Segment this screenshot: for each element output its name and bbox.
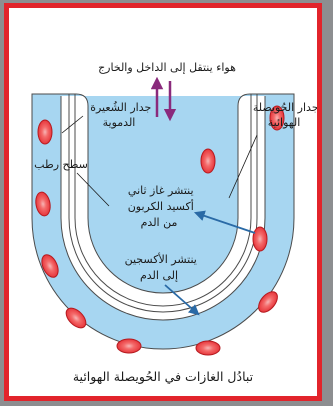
moist-surface-label: سطح رطب <box>34 158 88 171</box>
diagram-frame: هواء ينتقل إلى الداخل والخارج جدار الشُع… <box>4 3 322 401</box>
red-blood-cell <box>253 227 267 251</box>
red-blood-cell <box>38 120 52 144</box>
red-blood-cell <box>196 341 220 355</box>
caption: تبادُل الغازات في الحُويصلة الهوائية <box>73 369 254 385</box>
red-blood-cell <box>117 339 141 353</box>
alveolus-diagram: هواء ينتقل إلى الداخل والخارج جدار الشُع… <box>9 8 317 396</box>
air-flow-label: هواء ينتقل إلى الداخل والخارج <box>98 61 236 74</box>
capillary-wall-pointer <box>62 116 83 133</box>
red-blood-cell <box>201 149 215 173</box>
